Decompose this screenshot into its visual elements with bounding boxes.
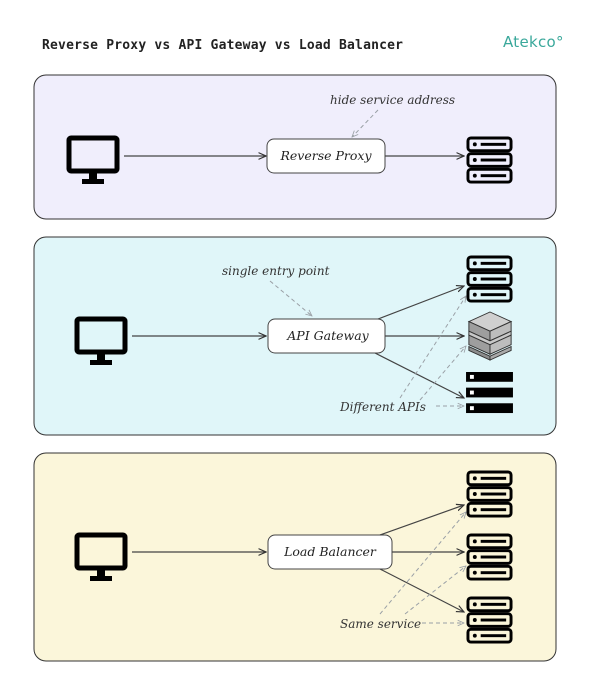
api-server-bars-icon: [466, 372, 513, 414]
different-apis-note: Different APIs: [339, 400, 426, 414]
hide-service-address-note: hide service address: [330, 93, 455, 107]
panel-reverse-proxy: Reverse Proxy hide service address: [33, 74, 557, 220]
server-icon: [466, 136, 513, 184]
api-server-icon: [466, 255, 513, 303]
different-apis-pointer-1: [399, 296, 466, 399]
single-entry-point-note: single entry point: [222, 264, 330, 278]
panel-load-balancer: Load Balancer Same service: [33, 452, 557, 662]
diagram-title: Reverse Proxy vs API Gateway vs Load Bal…: [42, 38, 404, 53]
annotation-pointer: [352, 109, 379, 137]
api-server-stack-icon: [468, 311, 512, 361]
brand-logo: Atekco°: [503, 33, 564, 51]
different-apis-pointer-2: [419, 346, 466, 401]
load-balancer-label: Load Balancer: [283, 544, 377, 559]
server-1-icon: [466, 470, 513, 518]
api-gateway-label: API Gateway: [286, 328, 369, 343]
load-balancer-to-server-1-arrow: [379, 505, 464, 536]
api-gateway-to-api-1-arrow: [377, 286, 464, 320]
same-service-pointer-2: [404, 566, 466, 615]
panel-api-gateway: API Gateway single entry point Different…: [33, 236, 557, 436]
server-3-icon: [466, 596, 513, 644]
same-service-pointer-1: [379, 512, 466, 615]
api-gateway-to-api-3-arrow: [374, 352, 464, 398]
entry-point-pointer: [269, 280, 312, 316]
server-2-icon: [466, 533, 513, 581]
load-balancer-to-server-3-arrow: [379, 568, 464, 612]
reverse-proxy-label: Reverse Proxy: [279, 148, 372, 163]
same-service-note: Same service: [340, 617, 421, 631]
